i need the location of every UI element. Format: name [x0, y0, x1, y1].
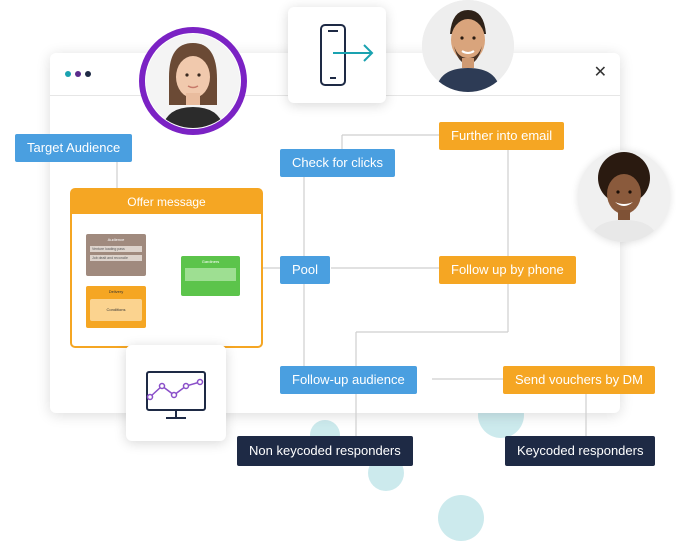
follow-up-audience-node[interactable]: Follow-up audience	[280, 366, 417, 394]
decor-bubble	[438, 495, 484, 541]
phone-arrow-icon	[320, 24, 374, 86]
monitor-icon-card	[126, 345, 226, 441]
delivery-mini-card[interactable]: Delivery Conditions	[86, 286, 146, 328]
avatar-man-top-portrait	[422, 0, 514, 92]
green-mini-card[interactable]: Gardiners	[181, 256, 240, 296]
avatar-man-top	[422, 0, 514, 92]
non-keycoded-responders-node[interactable]: Non keycoded responders	[237, 436, 413, 466]
green-mini-title: Gardiners	[201, 259, 220, 264]
audience-mini-card[interactable]: Audience Venture loading pass Job dealt …	[86, 234, 146, 276]
follow-up-by-phone-node[interactable]: Follow up by phone	[439, 256, 576, 284]
audience-mini-row: Venture loading pass	[90, 246, 142, 252]
target-audience-node[interactable]: Target Audience	[15, 134, 133, 162]
further-into-email-node[interactable]: Further into email	[439, 122, 565, 150]
delivery-mini-title: Delivery	[108, 289, 124, 294]
pool-node[interactable]: Pool	[280, 256, 331, 284]
offer-message-title: Offer message	[72, 190, 261, 214]
avatar-woman	[139, 27, 247, 135]
window-dot-purple	[75, 71, 81, 77]
close-icon[interactable]: ✕	[593, 64, 607, 81]
avatar-man-right-portrait	[578, 150, 670, 242]
avatar-woman-portrait	[145, 33, 241, 129]
window-dot-navy	[85, 71, 91, 77]
phone-icon-card	[288, 7, 386, 103]
check-for-clicks-node[interactable]: Check for clicks	[280, 149, 396, 177]
window-dot-teal	[65, 71, 71, 77]
audience-mini-row: Job dealt and reconcile	[90, 255, 142, 261]
conditions-mini-block: Conditions	[90, 299, 142, 321]
green-mini-bar	[185, 268, 236, 281]
monitor-chart-icon	[146, 371, 206, 419]
keycoded-responders-node[interactable]: Keycoded responders	[505, 436, 656, 466]
audience-mini-title: Audience	[107, 237, 125, 242]
send-vouchers-by-dm-node[interactable]: Send vouchers by DM	[503, 366, 655, 394]
avatar-man-right	[578, 150, 670, 242]
